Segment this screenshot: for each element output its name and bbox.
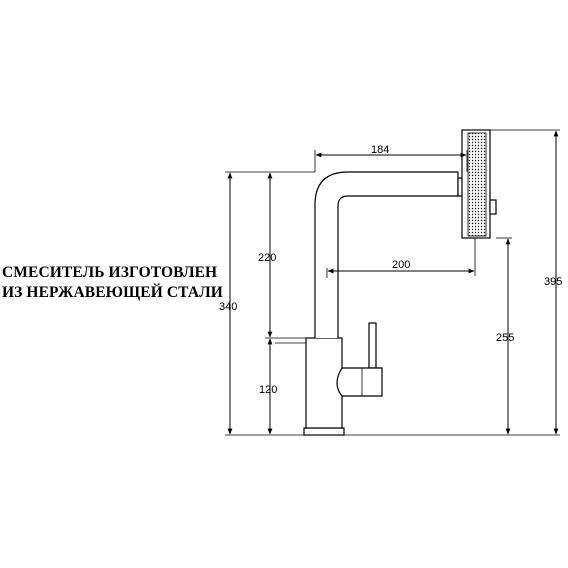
dim-head-reach: 200	[326, 238, 476, 278]
faucet-base-plate	[303, 427, 345, 436]
spray-button	[489, 199, 497, 215]
lever-handle	[368, 322, 377, 369]
spray-mesh	[467, 132, 487, 237]
dim-340-label: 340	[219, 301, 237, 313]
faucet-caption: СМЕСИТЕЛЬ ИЗГОТОВЛЕН ИЗ НЕРЖАВЕЮЩЕЙ СТАЛ…	[2, 263, 223, 303]
dim-spout-reach: 184	[314, 144, 468, 172]
dim-220-label: 220	[258, 252, 276, 264]
lever-hub	[336, 367, 383, 397]
caption-line-1: СМЕСИТЕЛЬ ИЗГОТОВЛЕН	[2, 264, 218, 281]
dim-right-group: 255 395	[490, 129, 562, 435]
caption-line-2: ИЗ НЕРЖАВЕЮЩЕЙ СТАЛИ	[2, 284, 223, 301]
dim-200-label: 200	[392, 259, 410, 271]
dim-255-label: 255	[496, 332, 514, 344]
faucet-body	[275, 129, 497, 436]
dim-120-label: 120	[259, 384, 277, 396]
dim-395-label: 395	[544, 276, 562, 288]
dim-184-label: 184	[371, 144, 389, 156]
spout-tube	[314, 171, 459, 338]
faucet-base-cylinder	[305, 337, 343, 429]
dim-left-group: 340 220 120	[219, 171, 560, 436]
